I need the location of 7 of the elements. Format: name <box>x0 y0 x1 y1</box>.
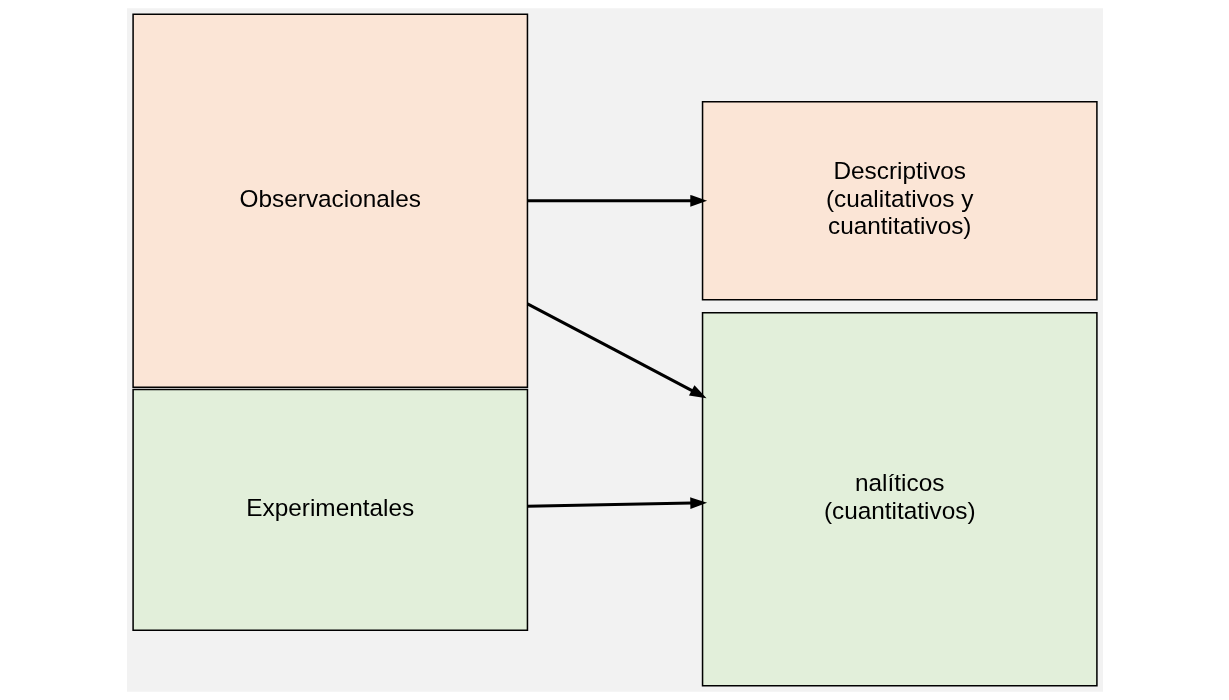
arrow <box>526 302 707 399</box>
node-box: Experimentales <box>131 388 528 631</box>
node-box: Observacionales <box>131 13 528 389</box>
node-box: nalíticos (cuantitativos) <box>701 311 1098 687</box>
arrow <box>527 194 707 207</box>
node-box: Descriptivos (cualitativos y cuantitativos) <box>701 101 1098 301</box>
arrow <box>526 497 707 509</box>
